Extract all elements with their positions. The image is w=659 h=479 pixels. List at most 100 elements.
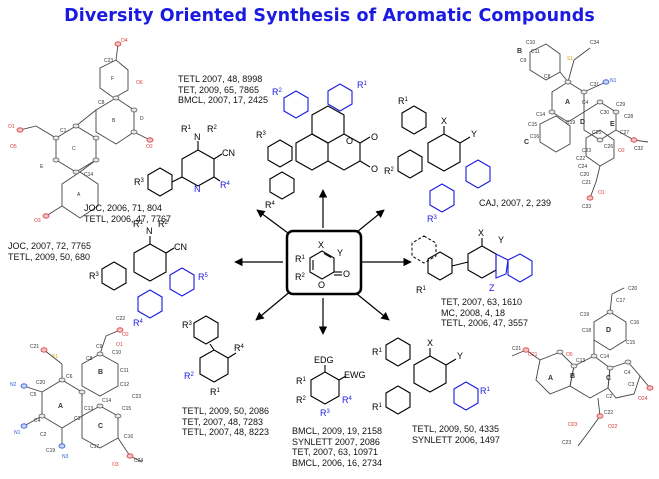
crystal-label: C20 <box>36 380 45 386</box>
crystal-label: C14 <box>600 354 609 360</box>
crystal-label: C22 <box>604 410 613 416</box>
crystal-label: C18 <box>582 328 591 334</box>
fused-y: Y <box>498 235 504 245</box>
ref-line: TET, 2007, 63, 1610 <box>441 297 523 307</box>
fused-x: X <box>478 228 484 238</box>
crystal-label: O4 <box>121 38 128 44</box>
crystal-label: C15 <box>626 340 635 346</box>
aniline-r2: R2 <box>158 219 169 229</box>
crystal-labels-bottom-right: C20 C17 C19 D C16 C18 C15 C21 O21 O5 C14… <box>512 286 648 446</box>
crystal-label: C22 <box>116 316 125 322</box>
crystal-label: C23 <box>132 394 141 400</box>
crystal-label: A <box>565 99 570 106</box>
crystal-label: C34 <box>590 40 599 46</box>
aniline-r3: R3 <box>89 271 100 281</box>
ewg-label: EWG <box>344 370 366 380</box>
crystal-label: C14 <box>102 398 111 404</box>
crystal-label: C26 <box>604 144 613 150</box>
crystal-label: B <box>112 118 116 124</box>
crystal-label: C20 <box>580 172 589 178</box>
crystal-label: D <box>140 116 144 122</box>
crystal-label: C31 <box>590 82 599 88</box>
crystal-label: C3 <box>628 382 635 388</box>
structure-aniline: N R1 R2 CN R3 R4 R5 <box>89 219 209 328</box>
crystal-labels-top-left: C B A F E D O1 O2 O3 O4 O5 O6 C1 C8 C14 … <box>8 38 153 224</box>
terphenyl-top-r3: R3 <box>427 214 438 224</box>
crystal-label: O23 <box>568 422 578 428</box>
refs-bottom-center: BMCL, 2009, 19, 2158 SYNLETT 2007, 2086 … <box>292 426 382 468</box>
center-r2: R2 <box>295 272 306 282</box>
crystal-labels-bottom-left: C21 S1 C22 O2 O1 C9 C10 C8 B C11 C12 C6 … <box>10 316 143 468</box>
crystal-label: O21 <box>528 352 538 358</box>
refs-upper-right: CAJ, 2007, 2, 239 <box>479 198 551 209</box>
crystal-label: O2 <box>618 148 625 154</box>
terphenyl-bottom-r1-b: R1 <box>372 402 383 412</box>
crystal-label: O6 <box>136 80 143 86</box>
biphenyl-r3: R3 <box>182 320 193 330</box>
refs-mid-left-top: JOC, 2006, 71, 804 TETL, 2006, 47, 7767 <box>84 203 171 224</box>
crystal-label: C14 <box>84 172 93 178</box>
crystal-label: A <box>548 375 553 382</box>
pyranone-r1: R1 <box>357 80 368 90</box>
center-starting-material: X Y R1 R2 O O <box>285 229 363 296</box>
crystal-label: C <box>606 375 611 382</box>
crystal-label: C25 <box>592 130 601 136</box>
edg-r4: R4 <box>342 395 353 405</box>
refs-lower-right: TETL, 2009, 50, 4335 SYNLETT 2006, 1497 <box>412 424 500 445</box>
terphenyl-bottom-r1: R1 <box>372 347 383 357</box>
terphenyl-bottom-r1-c: R1 <box>480 386 491 396</box>
crystal-label: C15 <box>122 406 131 412</box>
crystal-structure-top-left <box>19 43 151 219</box>
crystal-label: C13 <box>84 406 93 412</box>
crystal-label: F <box>111 76 114 82</box>
crystal-label: C <box>98 423 103 430</box>
aniline-n: N <box>146 226 153 236</box>
crystal-label: C11 <box>531 49 540 55</box>
ref-line: JOC, 2006, 71, 804 <box>84 203 163 213</box>
pyranone-o3: O <box>371 164 378 174</box>
crystal-label: D <box>606 327 611 334</box>
structure-fused: X Y Z R1 <box>411 228 533 295</box>
center-r1: R1 <box>295 254 306 264</box>
crystal-label: N2 <box>10 382 17 388</box>
crystal-label: C23 <box>104 58 113 64</box>
crystal-label: C29 <box>616 102 625 108</box>
pyridine-ring-n: N <box>194 184 201 194</box>
pyranone-r4: R4 <box>265 200 276 210</box>
crystal-label: C <box>524 139 529 146</box>
crystal-label: O3 <box>112 462 119 468</box>
crystal-label: N1 <box>14 430 21 436</box>
structure-pyridine: N R1 R2 CN N R4 R3 <box>134 124 235 197</box>
center-y: Y <box>337 248 343 258</box>
arrow-down-right <box>351 289 390 321</box>
crystal-label: O5 <box>10 144 17 150</box>
structure-terphenyl-bottom: X Y R1 R1 R1 <box>372 337 491 415</box>
crystal-label: O1 <box>8 124 15 130</box>
crystal-label: C5 <box>30 392 37 398</box>
crystal-label: O1 <box>116 342 123 348</box>
ref-line: TET, 2007, 63, 10971 <box>292 447 379 457</box>
edg-r3: R3 <box>320 408 331 418</box>
pyridine-n: N <box>194 132 201 142</box>
biphenyl-r1: R1 <box>210 387 221 397</box>
crystal-label: C6 <box>66 374 73 380</box>
crystal-label: O3 <box>34 218 41 224</box>
crystal-label: C4 <box>34 418 41 424</box>
crystal-label: E <box>40 164 44 170</box>
crystal-label: C24 <box>134 458 143 464</box>
ref-line: TETL 2007, 48, 8998 <box>178 74 263 84</box>
reaction-arrows <box>234 189 412 335</box>
structure-terphenyl-top: X Y R1 R2 R3 <box>384 96 491 224</box>
pyranone-o2: O <box>371 132 378 142</box>
biphenyl-r4: R4 <box>234 343 245 353</box>
crystal-label: C33 <box>582 204 591 210</box>
ref-line: TETL, 2009, 50, 2086 <box>182 406 270 416</box>
pyridine-r4: R4 <box>220 180 231 190</box>
crystal-label: O24 <box>638 396 648 402</box>
crystal-label: C10 <box>526 40 535 46</box>
crystal-label: C17 <box>616 298 625 304</box>
terphenyl-bottom-y: Y <box>457 351 463 361</box>
crystal-label: B <box>517 48 522 55</box>
crystal-label: O22 <box>608 424 618 430</box>
refs-mid-right: TET, 2007, 63, 1610 MC, 2008, 4, 18 TETL… <box>441 297 528 329</box>
